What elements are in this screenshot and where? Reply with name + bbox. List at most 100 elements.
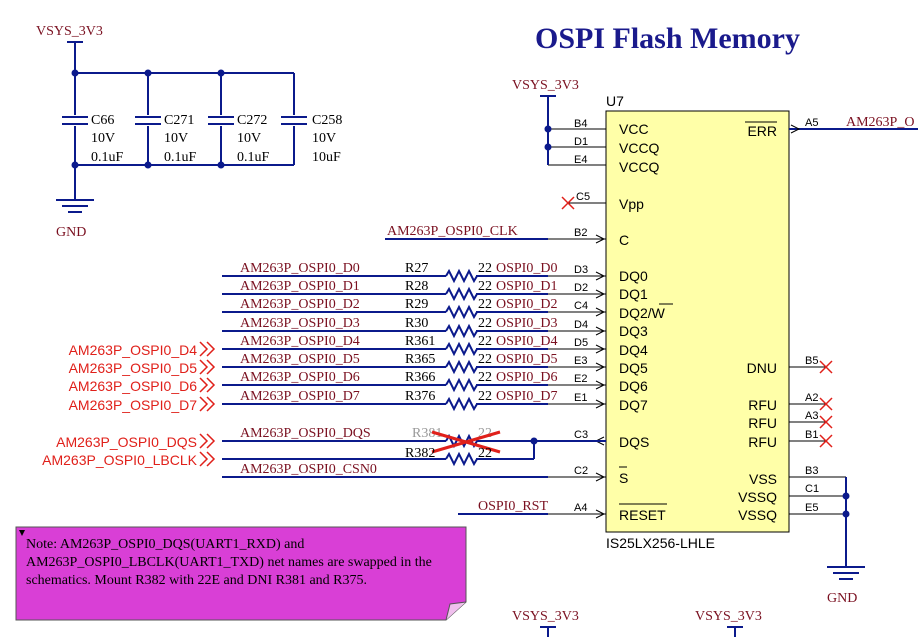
port-label-d6: AM263P_OSPI0_D6 [69,378,198,394]
net-label-out: OSPI0_D1 [496,279,557,294]
resistor-symbol [445,341,478,357]
cap-value: 0.1uF [164,150,197,165]
capacitor-c66: C66 10V 0.1uF [62,73,124,165]
cap-ref: C271 [164,113,194,128]
pin-number: D5 [574,337,588,349]
resistor-symbol [445,304,478,320]
vsys-label-bottom-2: VSYS_3V3 [695,609,762,624]
pin-number: A2 [805,392,818,404]
pin-number: A5 [805,117,818,129]
vsys-label-bottom-1: VSYS_3V3 [512,609,579,624]
vsys-label-u7: VSYS_3V3 [512,78,579,93]
pin-number: D4 [574,319,588,331]
resistor-symbol [445,268,478,284]
pin-number: B4 [574,118,587,130]
data-line-5: AM263P_OSPI0_D5 R365 22 OSPI0_D5 [222,352,557,375]
right-pin-stubs [789,124,918,515]
pin-name: RFU [748,397,777,413]
resistor-value: 22 [478,352,492,367]
net-label-rst: OSPI0_RST [478,499,548,514]
cap-voltage: 10V [312,131,336,146]
resistor-ref: R366 [405,370,435,385]
pin-number: C1 [805,483,819,495]
cap-voltage: 10V [237,131,261,146]
pin-number: D2 [574,282,588,294]
pin-name: Vpp [619,196,644,212]
resistor-ref-r382: R382 [405,446,435,461]
pin-number: B3 [805,465,818,477]
resistor-value: 22 [478,261,492,276]
pin-name: C [619,232,629,248]
net-label: AM263P_OSPI0_D4 [240,334,360,349]
port-label-dqs: AM263P_OSPI0_DQS [56,434,197,450]
pin-number: E1 [574,392,587,404]
pin-name: RFU [748,434,777,450]
cap-value: 0.1uF [91,150,124,165]
net-label: AM263P_OSPI0_D3 [240,316,360,331]
page-title: OSPI Flash Memory [535,22,800,55]
pin-name: DQS [619,434,649,450]
pin-name: VCC [619,121,649,137]
pin-name: VSSQ [738,507,777,523]
cap-ref: C66 [91,113,114,128]
chip-part-number: IS25LX256-LHLE [606,535,715,551]
net-label-out: OSPI0_D5 [496,352,557,367]
resistor-ref: R365 [405,352,435,367]
vsys-label-top-left: VSYS_3V3 [36,24,103,39]
note-box: Note: AM263P_OSPI0_DQS(UART1_RXD) and AM… [15,526,467,621]
bottom-power: VSYS_3V3 VSYS_3V3 [512,609,762,637]
pin-number: E5 [805,502,818,514]
net-label: AM263P_OSPI0_D1 [240,279,360,294]
pin-name: DQ1 [619,286,648,302]
net-label: AM263P_OSPI0_D0 [240,261,360,276]
cap-voltage: 10V [164,131,188,146]
dqs-section: AM263P_OSPI0_DQS R381 22 R382 22 [222,426,606,467]
pin-name: DQ4 [619,342,648,358]
pin-number: C2 [574,465,588,477]
chip-u7: U7 IS25LX256-LHLE VCC VCCQ VCCQ Vpp C DQ… [512,78,918,606]
net-label: AM263P_OSPI0_D5 [240,352,360,367]
resistor-value: 22 [478,279,492,294]
pin-number: B2 [574,227,587,239]
port-label-d4: AM263P_OSPI0_D4 [69,342,198,358]
resistor-ref: R376 [405,389,435,404]
resistor-ref: R30 [405,316,428,331]
pin-name: DQ6 [619,378,648,394]
cap-ref: C272 [237,113,267,128]
net-label-out: OSPI0_D0 [496,261,557,276]
net-label-out: OSPI0_D2 [496,297,557,312]
resistor-symbol [445,323,478,339]
pin-number: C5 [576,191,590,203]
cap-value: 0.1uF [237,150,270,165]
pin-name: DQ2/W [619,305,666,321]
port-label-lbclk: AM263P_OSPI0_LBCLK [42,452,198,468]
resistor-ref: R361 [405,334,435,349]
capacitor-c272: C272 10V 0.1uF [208,73,270,165]
cap-voltage: 10V [91,131,115,146]
pin-name: VCCQ [619,140,660,156]
pin-number: B1 [805,429,818,441]
cap-value: 10uF [312,150,341,165]
resistor-value: 22 [478,370,492,385]
pin-name: DQ7 [619,397,648,413]
note-text: Note: AM263P_OSPI0_DQS(UART1_RXD) and AM… [26,537,432,588]
pin-name: VSS [749,471,777,487]
pin-number: D3 [574,264,588,276]
gnd-label-left: GND [56,225,86,240]
resistor-symbol [445,396,478,412]
pin-number: A4 [574,502,587,514]
capacitor-c271: C271 10V 0.1uF [135,73,197,165]
decoupling-capacitors: VSYS_3V3 GND C66 10V 0.1uF [36,24,342,240]
pin-number: E3 [574,355,587,367]
pin-name: RFU [748,415,777,431]
pin-number: A3 [805,410,818,422]
resistor-ref: R28 [405,279,428,294]
resistor-value: 22 [478,389,492,404]
